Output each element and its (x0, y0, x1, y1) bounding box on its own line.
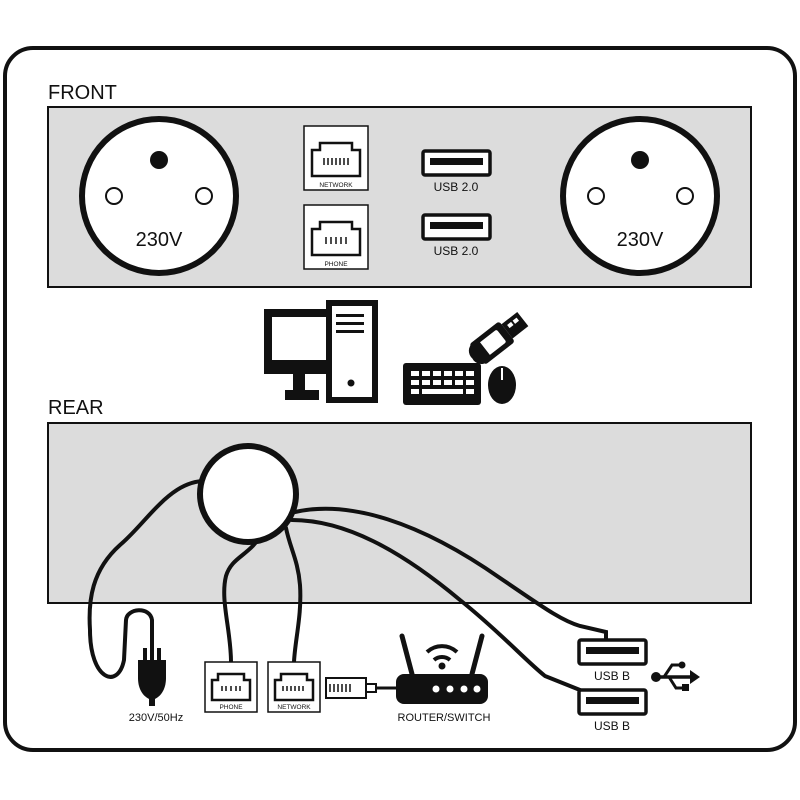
power-plug-icon: 230V/50Hz (129, 648, 183, 724)
front-phone-jack: PHONE (303, 204, 369, 270)
mouse-icon (488, 366, 516, 404)
rear-title: REAR (48, 397, 104, 419)
front-usb-port-bottom: USB 2.0 (421, 213, 492, 258)
front-usb-top-label: USB 2.0 (434, 180, 479, 194)
rear-network-jack: NETWORK (267, 661, 321, 713)
ethernet-plug-icon (325, 677, 398, 699)
rear-phone-jack: PHONE (204, 661, 258, 713)
rear-cable-grommet (197, 443, 299, 545)
front-title: FRONT (48, 82, 117, 104)
cable-power (87, 479, 222, 679)
cable-phone (222, 531, 264, 664)
front-socket-left-label: 230V (136, 229, 183, 251)
rear-usb-b-top-label: USB B (594, 669, 630, 683)
rear-usb-b-bottom-label: USB B (594, 719, 630, 733)
rear-panel (47, 422, 752, 604)
usb-symbol-icon (651, 661, 700, 691)
front-socket-right: 230V (560, 116, 720, 276)
front-network-jack: NETWORK (303, 125, 369, 191)
cable-usb-top (293, 506, 608, 642)
rear-phone-label: PHONE (219, 704, 243, 711)
rear-usb-b-top: USB B (577, 638, 648, 683)
router-icon: ROUTER/SWITCH (396, 633, 491, 724)
front-socket-left: 230V (79, 116, 239, 276)
front-usb-bottom-label: USB 2.0 (434, 244, 479, 258)
front-phone-label: PHONE (324, 261, 348, 268)
front-socket-right-label: 230V (617, 229, 664, 251)
front-network-label: NETWORK (319, 182, 353, 189)
power-plug-label: 230V/50Hz (129, 712, 183, 724)
computer-icon (264, 300, 378, 403)
cable-usb-bottom (290, 518, 582, 692)
rear-network-label: NETWORK (277, 704, 311, 711)
rear-usb-b-bottom: USB B (577, 688, 648, 733)
cable-network (284, 526, 303, 664)
keyboard-icon (403, 363, 481, 405)
front-usb-port-top: USB 2.0 (421, 149, 492, 194)
usb-stick-icon (468, 311, 529, 364)
rear-cables (87, 479, 608, 692)
router-label: ROUTER/SWITCH (398, 712, 491, 724)
